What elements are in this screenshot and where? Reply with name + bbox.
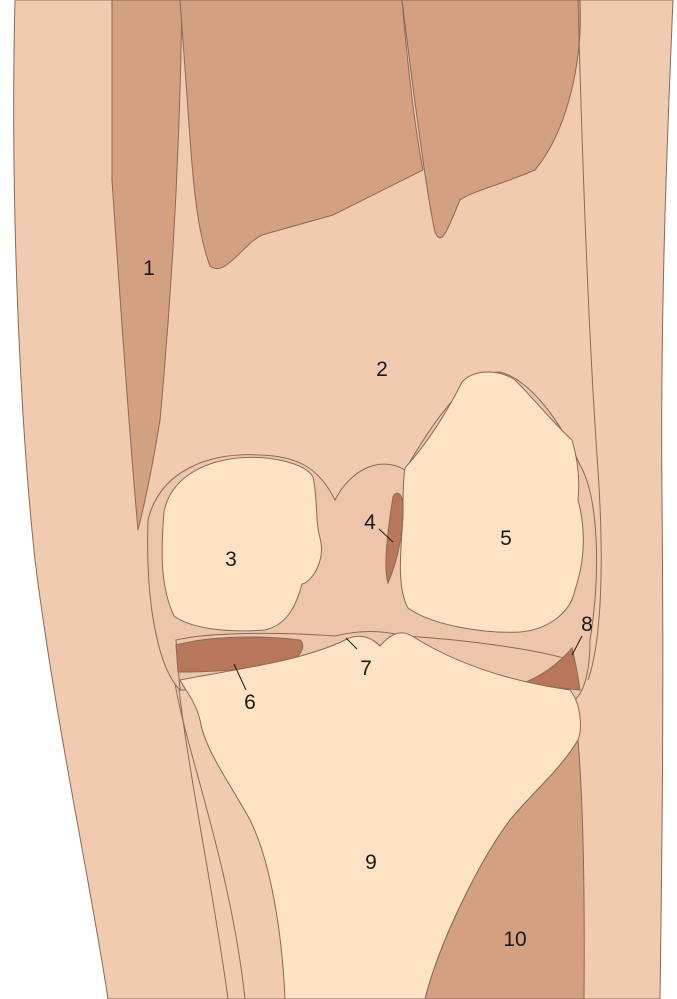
label-1: 1	[143, 257, 155, 280]
label-7: 7	[360, 657, 372, 680]
label-2: 2	[376, 358, 388, 381]
label-4: 4	[364, 511, 376, 534]
label-5: 5	[500, 527, 512, 550]
label-8: 8	[581, 613, 593, 636]
label-3: 3	[225, 548, 237, 571]
label-9: 9	[365, 851, 377, 874]
label-10: 10	[503, 928, 526, 951]
label-6: 6	[244, 691, 256, 714]
